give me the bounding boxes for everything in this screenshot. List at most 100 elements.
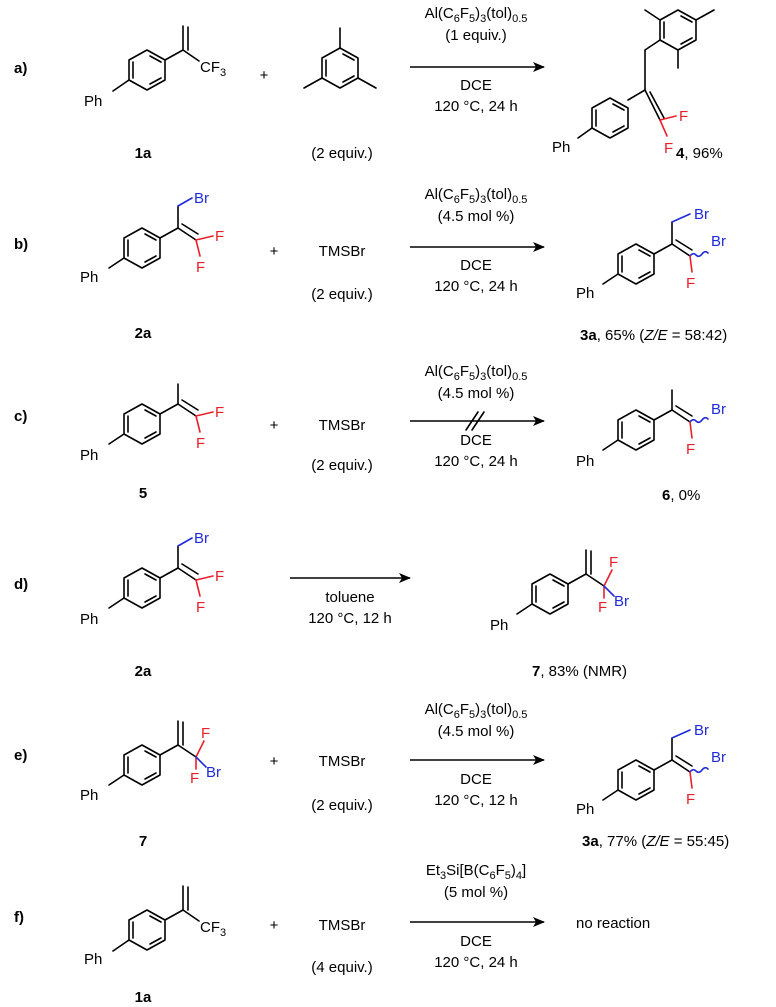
no-reaction-label: no reaction	[576, 915, 650, 932]
catalyst-loading: (4.5 mol %)	[438, 723, 515, 740]
substrate-1a-structure	[112, 885, 200, 952]
bromine-atom: Br	[206, 764, 221, 781]
catalyst-label: Al(C6F5)3(tol)0.5	[425, 363, 528, 383]
temperature-time: 120 °C, 24 h	[434, 954, 518, 971]
phenyl-label: Ph	[80, 269, 98, 286]
blocked-arrow-mark	[471, 411, 485, 431]
phenyl-label: Ph	[552, 139, 570, 156]
product-6-structure	[602, 389, 709, 451]
row-label: f)	[14, 909, 24, 926]
row-f: f) Ph CF3 1a + TMSBr (4 equiv.) Et3Si[B(…	[14, 862, 650, 1006]
reagent-tmsbr: TMSBr	[319, 417, 366, 434]
phenyl-label: Ph	[490, 617, 508, 634]
row-e: e) F F Br Ph 7 + TMSBr (2 equiv.) Al(C6F…	[14, 701, 729, 850]
solvent-label: DCE	[460, 432, 492, 449]
fluorine-atom: F	[215, 404, 224, 421]
compound-label-1a: 1a	[135, 145, 152, 162]
catalyst-loading: (4.5 mol %)	[438, 208, 515, 225]
catalyst-label: Al(C6F5)3(tol)0.5	[425, 5, 528, 25]
product-label: 3a, 65% (Z/E = 58:42)	[580, 327, 727, 344]
benzene-ring	[128, 49, 166, 91]
bromine-atom: Br	[711, 749, 726, 766]
fluorine-atom: F	[686, 791, 695, 808]
bromine-atom: Br	[614, 593, 629, 610]
compound-label-5: 5	[139, 485, 147, 502]
fluorine-atom: F	[215, 568, 224, 585]
row-c: c) F F Ph 5 + TMSBr (2 equiv.) Al(C6F5)3…	[14, 363, 726, 504]
product-label: 7, 83% (NMR)	[532, 663, 627, 680]
compound-label-2a: 2a	[135, 663, 152, 680]
product-4-structure	[577, 9, 715, 139]
bromine-atom: Br	[694, 206, 709, 223]
temperature-time: 120 °C, 24 h	[434, 98, 518, 115]
phenyl-label: Ph	[576, 453, 594, 470]
substrate-2a-structure	[108, 537, 214, 609]
solvent-label: DCE	[460, 933, 492, 950]
fluorine-atom: F	[686, 275, 695, 292]
substrate-2a-structure	[108, 197, 214, 269]
cf3-group: CF3	[200, 919, 226, 939]
bromine-atom: Br	[694, 722, 709, 739]
bromine-atom: Br	[711, 233, 726, 250]
temperature-time: 120 °C, 24 h	[434, 453, 518, 470]
catalyst-label: Al(C6F5)3(tol)0.5	[425, 701, 528, 721]
phenyl-label: Ph	[84, 951, 102, 968]
reagent-equiv: (4 equiv.)	[311, 959, 372, 976]
bromine-atom: Br	[194, 190, 209, 207]
substrate-7-structure	[108, 720, 207, 786]
solvent-label: DCE	[460, 771, 492, 788]
fluorine-atom: F	[609, 554, 618, 571]
fluorine-atom: F	[215, 228, 224, 245]
fluorine-atom: F	[679, 108, 688, 125]
bromine-atom: Br	[194, 530, 209, 547]
temperature-time: 120 °C, 24 h	[434, 278, 518, 295]
reagent-tmsbr: TMSBr	[319, 753, 366, 770]
fluorine-atom: F	[190, 770, 199, 787]
bromine-atom: Br	[711, 401, 726, 418]
reagent-equiv: (2 equiv.)	[311, 797, 372, 814]
plus-sign: +	[270, 417, 279, 434]
solvent-label: DCE	[460, 257, 492, 274]
reagent-tmsbr: TMSBr	[319, 243, 366, 260]
row-label: a)	[14, 60, 27, 77]
phenyl-label: Ph	[576, 801, 594, 818]
compound-label-1a: 1a	[135, 989, 152, 1006]
phenyl-label: Ph	[84, 93, 102, 110]
plus-sign: +	[270, 753, 279, 770]
solvent-label: toluene	[325, 589, 374, 606]
fluorine-atom: F	[664, 140, 673, 157]
reagent-equiv: (2 equiv.)	[311, 457, 372, 474]
row-label: c)	[14, 408, 27, 425]
row-b: b) Br F F Ph 2a + TMSBr (2 equiv.) Al(C6…	[14, 186, 727, 344]
catalyst-label: Al(C6F5)3(tol)0.5	[425, 186, 528, 206]
cf3-group: CF3	[200, 59, 226, 79]
row-label: b)	[14, 236, 28, 253]
phenyl-label: Ph	[80, 611, 98, 628]
phenyl-label: Ph	[576, 285, 594, 302]
temperature-time: 120 °C, 12 h	[434, 792, 518, 809]
mesitylene-structure	[303, 27, 377, 89]
product-7-structure	[516, 549, 615, 615]
substrate-1a-structure	[112, 25, 200, 92]
reagent-equiv: (2 equiv.)	[311, 145, 372, 162]
fluorine-atom: F	[196, 435, 205, 452]
row-a: a) Ph CF3 1a + (2 equiv.)	[14, 5, 723, 162]
row-label: d)	[14, 576, 28, 593]
fluorine-atom: F	[201, 725, 210, 742]
product-3a-structure	[602, 213, 709, 285]
product-label: 3a, 77% (Z/E = 55:45)	[582, 833, 729, 850]
temperature-time: 120 °C, 12 h	[308, 610, 392, 627]
plus-sign: +	[270, 917, 279, 934]
substrate-5-structure	[108, 383, 214, 445]
catalyst-loading: (5 mol %)	[444, 884, 508, 901]
phenyl-label: Ph	[80, 447, 98, 464]
fluorine-atom: F	[196, 599, 205, 616]
fluorine-atom: F	[598, 599, 607, 616]
row-label: e)	[14, 747, 27, 764]
product-3a-structure	[602, 729, 709, 801]
phenyl-label: Ph	[80, 787, 98, 804]
solvent-label: DCE	[460, 77, 492, 94]
catalyst-label: Et3Si[B(C6F5)4]	[426, 862, 526, 882]
catalyst-loading: (1 equiv.)	[445, 27, 506, 44]
